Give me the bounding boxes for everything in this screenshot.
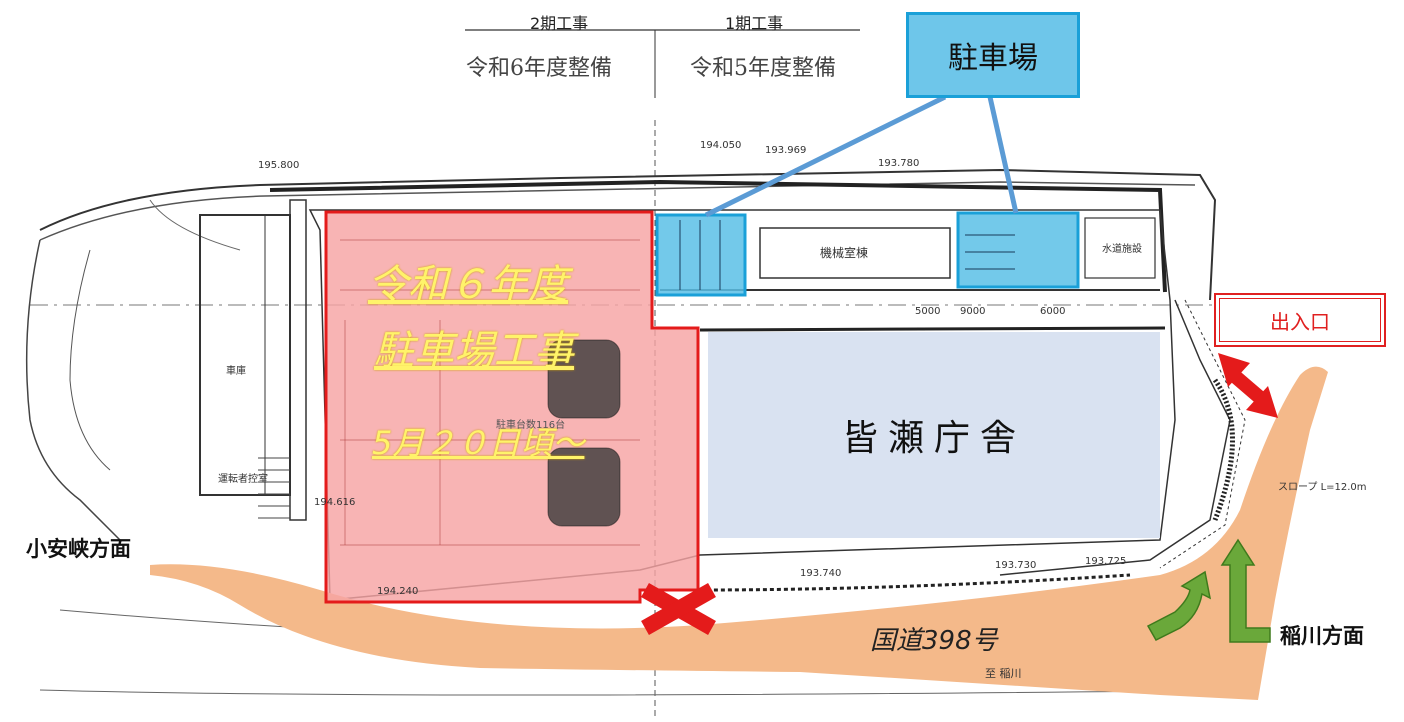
west-slope-line xyxy=(69,249,111,471)
parking-highlight-stripes xyxy=(679,220,1015,290)
parking-callout: 駐車場 xyxy=(906,12,1080,98)
machine-room-label: 機械室棟 xyxy=(820,246,869,260)
site-boundary-north xyxy=(39,168,1217,301)
garage-label: 車庫 xyxy=(226,366,246,377)
slope-stairs xyxy=(1212,378,1235,521)
west-wall xyxy=(289,199,307,521)
road-edge-south xyxy=(39,689,1251,696)
callout-line-west xyxy=(704,94,947,218)
machine-room-outline xyxy=(759,227,951,279)
phase1-year: 令和5年度整備 xyxy=(690,56,836,81)
elevation-label: 193.730 xyxy=(995,560,1037,571)
retaining-wall xyxy=(269,179,1167,293)
route-398-road xyxy=(150,366,1328,700)
road-label: 国道398号 xyxy=(870,626,998,656)
garage-outline xyxy=(199,214,291,496)
water-facility-outline xyxy=(1084,217,1156,279)
building-label: 皆瀬庁舎 xyxy=(708,332,1160,538)
driver-room-label: 運転者控室 xyxy=(218,474,268,485)
dimension-label: 6000 xyxy=(1040,306,1066,317)
phase1-title: 1期工事 xyxy=(725,14,784,33)
parking-stripes-west xyxy=(258,457,290,519)
red-x-icon xyxy=(641,583,716,635)
building-north-wall xyxy=(699,326,1166,332)
site-boundary-west xyxy=(25,239,121,541)
phase2-title: 2期工事 xyxy=(530,14,589,33)
elevation-label: 193.780 xyxy=(878,158,920,169)
direction-right: 稲川方面 xyxy=(1280,624,1364,648)
north-contour xyxy=(149,199,241,251)
water-facility-label: 水道施設 xyxy=(1102,244,1142,255)
elevation-label: 195.800 xyxy=(258,160,300,171)
direction-left: 小安峡方面 xyxy=(26,537,131,561)
elevation-label: 194.240 xyxy=(377,586,419,597)
work-zone-line3: 5月２０日頃～ xyxy=(372,424,585,462)
dimension-label: 9000 xyxy=(960,306,986,317)
green-turn-arrow-icon xyxy=(1146,570,1212,641)
elevation-label: 194.616 xyxy=(314,497,356,508)
east-ramp-edge xyxy=(999,299,1231,576)
callout-line-east xyxy=(987,96,1019,214)
green-up-arrow-icon xyxy=(1220,538,1271,643)
dimension-label: 5000 xyxy=(915,306,941,317)
parking-highlight-east xyxy=(956,211,1080,289)
elevation-label: 193.969 xyxy=(765,145,807,156)
entrance-label: 出入口 xyxy=(1214,293,1386,347)
double-arrow-icon xyxy=(1218,353,1278,418)
work-zone-line1: 令和６年度 xyxy=(368,262,568,308)
elevation-label: 193.740 xyxy=(800,568,842,579)
east-ramp-edge-2 xyxy=(1159,299,1246,569)
work-zone-line2: 駐車場工事 xyxy=(374,328,574,374)
destination-label: 至 稲川 xyxy=(985,667,1022,680)
parking-count-label: 駐車台数116台 xyxy=(496,420,566,431)
slope-label: スロープ L=12.0m xyxy=(1278,482,1367,493)
parking-highlight-west xyxy=(655,213,747,297)
elevation-label: 193.725 xyxy=(1085,556,1127,567)
phase2-year: 令和6年度整備 xyxy=(466,56,612,81)
work-zone-parking-grid xyxy=(340,239,640,546)
elevation-label: 194.050 xyxy=(700,140,742,151)
